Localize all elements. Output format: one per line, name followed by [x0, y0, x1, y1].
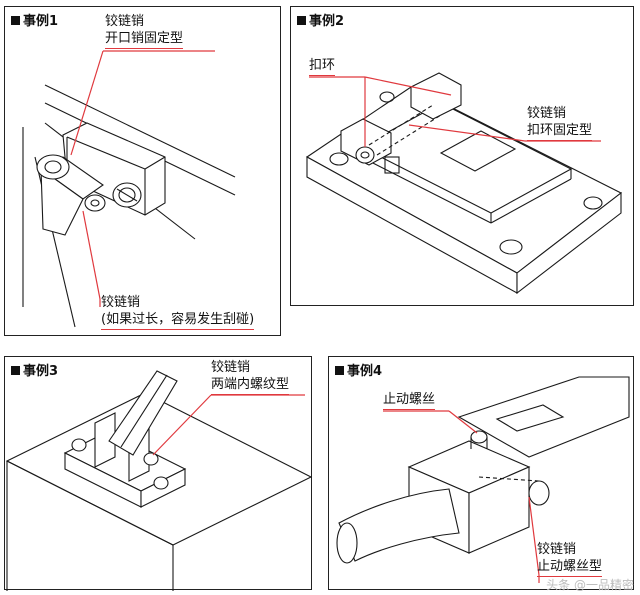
- label-set-screw: 止动螺丝: [383, 391, 436, 410]
- label-hinge-pin-cotter: 铰链销 开口销固定型: [105, 13, 184, 49]
- panel-example-3: 事例3 铰链销 两端内螺纹型: [4, 356, 313, 591]
- label-hinge-pin-threaded: 铰链销 两端内螺纹型: [211, 359, 290, 395]
- panel-example-1: 事例1: [4, 6, 281, 336]
- panel-example-4: 事例4 止动螺丝 铰: [328, 356, 634, 590]
- hinge-pin-set-screw-drawing: [336, 376, 630, 583]
- hinge-pin-threaded-drawing: [5, 370, 313, 591]
- panel-title: 事例4: [335, 360, 382, 379]
- panel-title: 事例1: [11, 10, 58, 29]
- watermark: 头条 @一品精密: [546, 578, 634, 592]
- label-hinge-pin-set-screw: 铰链销 止动螺丝型: [537, 541, 603, 577]
- label-hinge-pin-warning: 铰链销 (如果过长，容易发生刮碰): [101, 294, 255, 330]
- hinge-pin-cotter-drawing: [22, 50, 236, 328]
- panel-title: 事例2: [297, 10, 344, 29]
- label-hinge-pin-snap-ring: 铰链销 扣环固定型: [527, 105, 593, 141]
- label-snap-ring: 扣环: [309, 57, 336, 76]
- panel-example-2: 事例2: [290, 6, 634, 306]
- panel-title: 事例3: [11, 360, 58, 379]
- hinge-pin-snap-ring-drawing: [305, 72, 623, 295]
